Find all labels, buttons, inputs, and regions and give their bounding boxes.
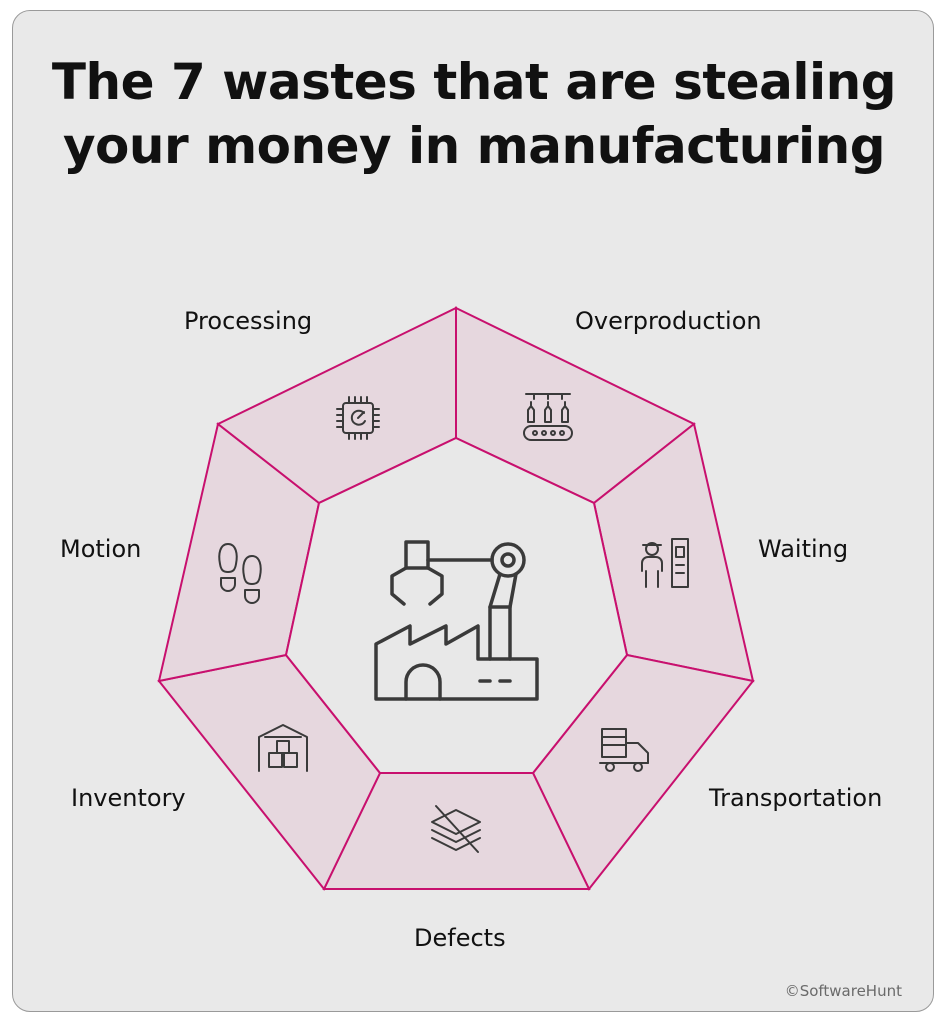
defective-layers-icon	[431, 805, 481, 853]
truck-icon	[599, 728, 649, 772]
label-motion: Motion	[60, 535, 142, 563]
label-defects: Defects	[414, 924, 506, 952]
label-processing: Processing	[184, 307, 313, 335]
worker-waiting-icon	[641, 538, 689, 588]
inner-heptagon	[284, 436, 629, 774]
title-line-1: The 7 wastes that are stealing	[51, 53, 897, 111]
label-transportation: Transportation	[709, 784, 883, 812]
processor-chip-icon	[336, 396, 380, 440]
bottling-conveyor-icon	[523, 393, 573, 441]
warehouse-boxes-icon	[258, 724, 308, 772]
title-line-2: your money in manufacturing	[62, 117, 886, 175]
label-overproduction: Overproduction	[575, 307, 762, 335]
label-inventory: Inventory	[71, 784, 186, 812]
label-waiting: Waiting	[758, 535, 849, 563]
heptagon-segments	[157, 306, 755, 891]
page-title: The 7 wastes that are stealing your mone…	[0, 50, 948, 178]
credit-watermark: ©SoftwareHunt	[784, 982, 902, 1000]
factory-robot-arm-icon	[374, 540, 539, 701]
footprints-icon	[218, 543, 262, 604]
